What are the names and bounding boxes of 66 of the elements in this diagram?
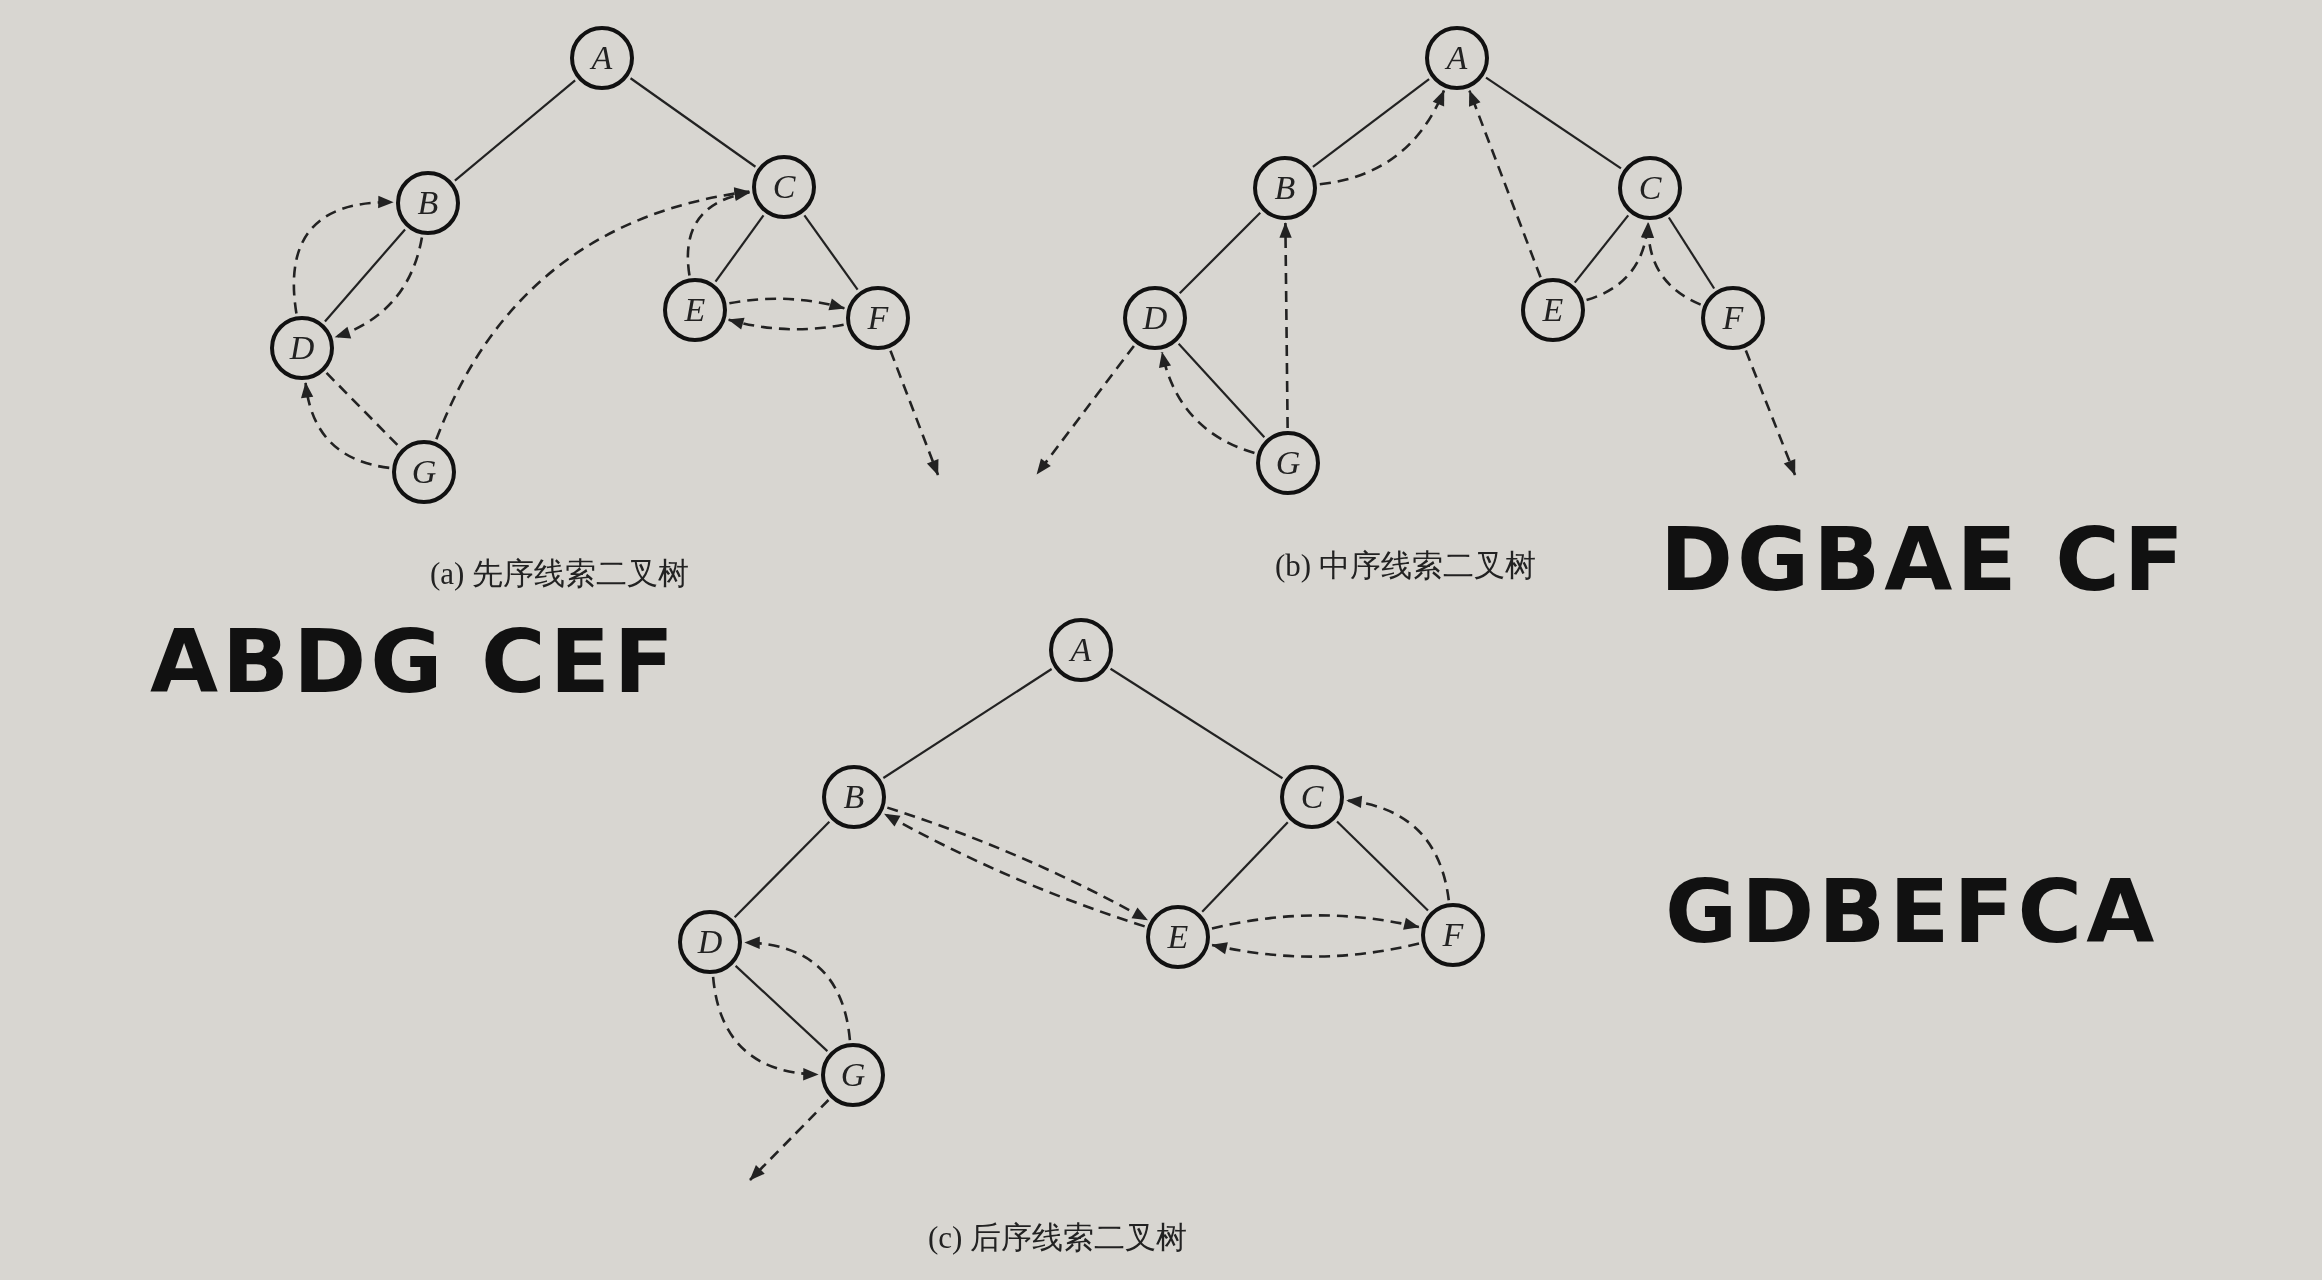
handwritten-sequence: ABDG CEF [150, 610, 678, 713]
thread-arrow [889, 350, 940, 476]
tree-branch [454, 79, 576, 182]
thread-arrow [1035, 345, 1135, 475]
tree-node: F [846, 286, 910, 350]
thread-arrow [686, 189, 751, 276]
tree-node: E [1521, 278, 1585, 342]
thread-arrow [1211, 941, 1420, 958]
thread-arrow [1279, 222, 1292, 428]
tree-branch [1336, 820, 1429, 912]
tree-node: B [822, 765, 886, 829]
tree-node: C [1280, 765, 1344, 829]
thread-arrow [1744, 350, 1797, 476]
figure-caption: (b) 中序线索二叉树 [1275, 547, 1536, 585]
handwritten-sequence: DGBAE CF [1660, 508, 2188, 611]
tree-branch [1573, 214, 1630, 284]
tree-branch [714, 214, 765, 283]
tree-branch [734, 965, 829, 1052]
tree-node: F [1701, 286, 1765, 350]
thread-arrow [435, 187, 750, 440]
thread-arrow [1211, 914, 1420, 931]
tree-branch [629, 77, 757, 168]
tree-node: C [1618, 156, 1682, 220]
thread-arrow [729, 297, 845, 311]
tree-node: A [1425, 26, 1489, 90]
handwritten-sequence: GDBEFCA [1665, 860, 2159, 963]
tree-node: A [1049, 618, 1113, 682]
tree-node: C [752, 155, 816, 219]
figure-caption: (a) 先序线索二叉树 [430, 555, 690, 593]
thread-arrow [744, 937, 852, 1041]
tree-branch [1312, 78, 1430, 168]
tree-node: D [270, 316, 334, 380]
dashed-line [325, 372, 401, 448]
thread-arrow [1159, 351, 1255, 455]
tree-node: G [1256, 431, 1320, 495]
thread-arrow [1642, 222, 1702, 306]
tree-branch [882, 668, 1053, 779]
thread-arrow [728, 317, 844, 331]
tree-node: A [570, 26, 634, 90]
tree-branch [1109, 667, 1284, 780]
tree-node: B [396, 171, 460, 235]
thread-arrow [1468, 90, 1542, 278]
tree-node: D [1123, 286, 1187, 350]
tree-branch [324, 228, 406, 323]
thread-arrow [1346, 796, 1451, 901]
tree-node: E [1146, 905, 1210, 969]
tree-node: F [1421, 903, 1485, 967]
thread-arrow [749, 1099, 830, 1181]
tree-branch [1178, 211, 1262, 295]
thread-arrow [334, 237, 424, 339]
tree-node: E [663, 278, 727, 342]
thread-arrow [301, 382, 390, 470]
tree-branch [733, 821, 831, 918]
figure-caption: (c) 后序线索二叉树 [928, 1219, 1188, 1257]
tree-node: D [678, 910, 742, 974]
thread-arrow [711, 976, 819, 1080]
tree-branch [1177, 343, 1266, 438]
tree-node: G [821, 1043, 885, 1107]
thread-arrow [292, 196, 394, 314]
tree-branch [803, 214, 859, 291]
tree-branch [1201, 821, 1289, 913]
tree-node: B [1253, 156, 1317, 220]
tree-branch [1485, 76, 1622, 170]
thread-arrow [1319, 89, 1446, 186]
tree-node: G [392, 440, 456, 504]
tree-branch [1667, 216, 1716, 290]
